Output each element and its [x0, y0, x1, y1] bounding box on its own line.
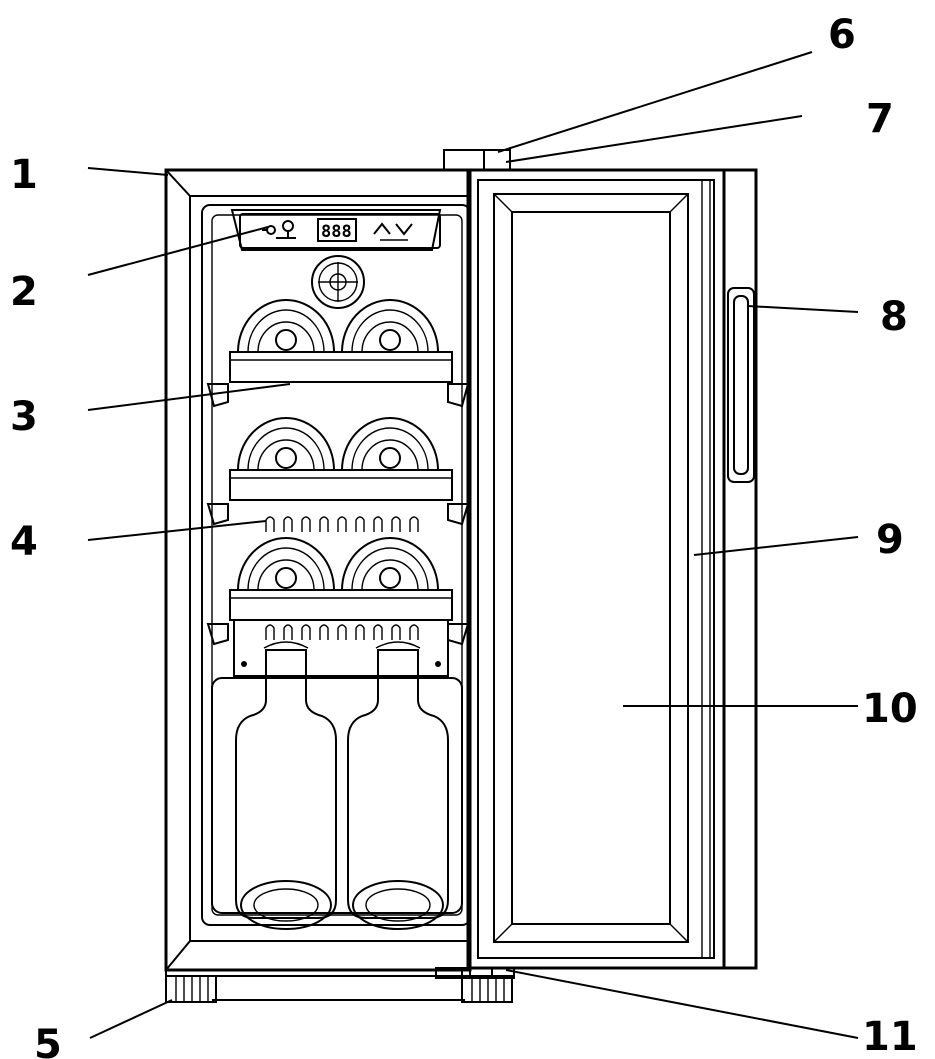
- callout-9: 9: [876, 517, 904, 563]
- bottle-end: [341, 417, 439, 471]
- callout-2: 2: [10, 269, 38, 315]
- bottle-row-top: [237, 299, 439, 353]
- leader-lines: [87, 51, 859, 1039]
- glass-panel: [511, 211, 671, 925]
- evaporator-plate: [233, 619, 449, 677]
- bottom-compartment: [211, 677, 463, 914]
- display-digits: 888: [321, 222, 352, 242]
- bottle-end: [341, 299, 439, 353]
- callout-10: 10: [862, 686, 918, 732]
- bottle-end: [341, 537, 439, 591]
- standing-bottle: [235, 641, 337, 930]
- wooden-shelf: [206, 469, 470, 526]
- door-edge: [722, 168, 758, 970]
- callout-8: 8: [880, 294, 908, 340]
- digital-display: 888: [317, 218, 357, 242]
- callout-3: 3: [10, 394, 38, 440]
- callout-7: 7: [866, 96, 894, 142]
- callout-11: 11: [862, 1014, 918, 1059]
- callout-4: 4: [10, 519, 38, 565]
- callout-numbers: 1 2 3 4 5 6 7 8 9 10 11: [10, 12, 918, 1059]
- up-down-arrows-icon: [373, 222, 413, 241]
- callout-1: 1: [10, 152, 38, 198]
- bottle-row-lower: [237, 537, 439, 591]
- standing-bottle: [347, 641, 449, 930]
- callout-5: 5: [34, 1022, 62, 1059]
- bottle-row-middle: [237, 417, 439, 471]
- cabinet-body: [164, 168, 472, 1001]
- leveling-foot: [165, 975, 217, 1003]
- top-hinge: [443, 149, 511, 171]
- control-panel: 888: [230, 209, 442, 251]
- leveling-foot: [461, 975, 513, 1003]
- callout-6: 6: [828, 12, 856, 58]
- fan-icon: [311, 255, 365, 309]
- bottle-end: [237, 299, 335, 353]
- light-bulb-icon: [262, 220, 296, 239]
- evaporator-fins: [265, 516, 419, 532]
- bottle-end: [237, 537, 335, 591]
- door-handle: [727, 287, 755, 483]
- glass-door: [466, 168, 726, 970]
- wooden-shelf: [206, 351, 470, 408]
- bottle-end: [237, 417, 335, 471]
